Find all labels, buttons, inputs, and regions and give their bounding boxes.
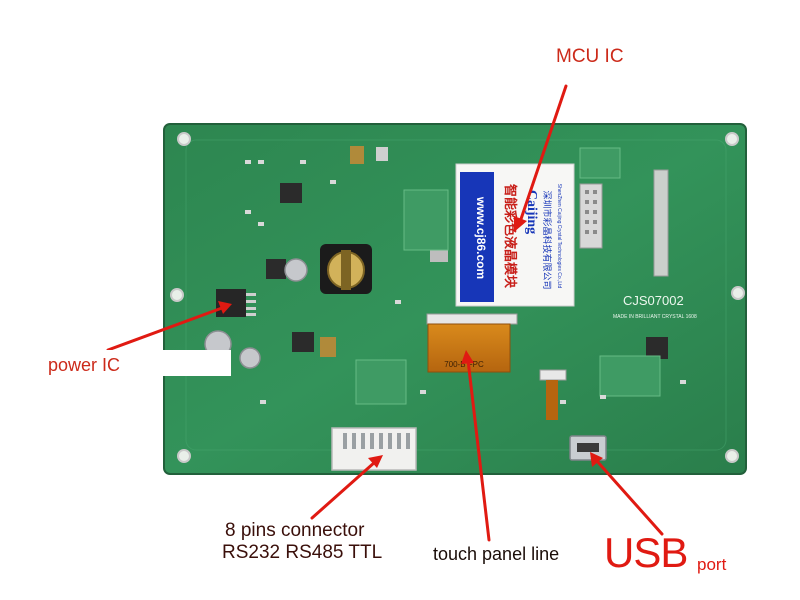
board-silk-small: MADE IN BRILLIANT CRYSTAL 1608 <box>613 314 697 320</box>
annotation-connector: 8 pins connector <box>225 520 365 541</box>
annotation-mcu-ic: MCU IC <box>556 46 624 67</box>
arrow-usb <box>594 458 664 536</box>
chip-en-text: ShenZhen Caijing Crystal Technologies Co… <box>556 184 562 289</box>
annotation-usb: USB <box>604 529 688 576</box>
arrow-connector <box>310 460 377 520</box>
usb-port <box>569 435 607 461</box>
annotation-touch-panel: touch panel line <box>433 544 560 564</box>
annotation-usb-port-word: port <box>697 555 727 574</box>
arrow-mcu <box>518 84 568 224</box>
annotation-protocols: RS232 RS485 TTL <box>222 542 383 563</box>
chip-cn-line2: 智能彩色液晶模块 <box>502 184 518 289</box>
annotation-power-ic: power IC <box>48 355 121 375</box>
battery-holder <box>320 244 372 294</box>
fpc-ribbon: 700-B FPC <box>426 313 518 373</box>
mcu-label-bg <box>540 42 737 68</box>
arrow-power <box>106 306 224 352</box>
mcu-sticker: www.cj86.com 智能彩色液晶模块 Caijing 深圳市彩晶科技有限公… <box>455 163 575 307</box>
annotation-arrows <box>106 84 664 542</box>
arrow-touch <box>466 358 491 542</box>
chip-url-text: www.cj86.com <box>474 196 488 279</box>
lcd-pin-header <box>579 169 669 277</box>
chip-cn-line1: 深圳市彩晶科技有限公司 <box>541 190 553 289</box>
board-model-label: CJS07002 <box>623 293 684 308</box>
power-label-bg <box>38 350 231 376</box>
fpc-label: 700-B FPC <box>444 360 484 369</box>
connector-label-bg <box>218 540 393 566</box>
touch-flex <box>539 369 567 420</box>
mounting-holes <box>170 132 745 463</box>
smd-components <box>245 146 686 405</box>
chip-brand-text: Caijing <box>524 190 539 234</box>
